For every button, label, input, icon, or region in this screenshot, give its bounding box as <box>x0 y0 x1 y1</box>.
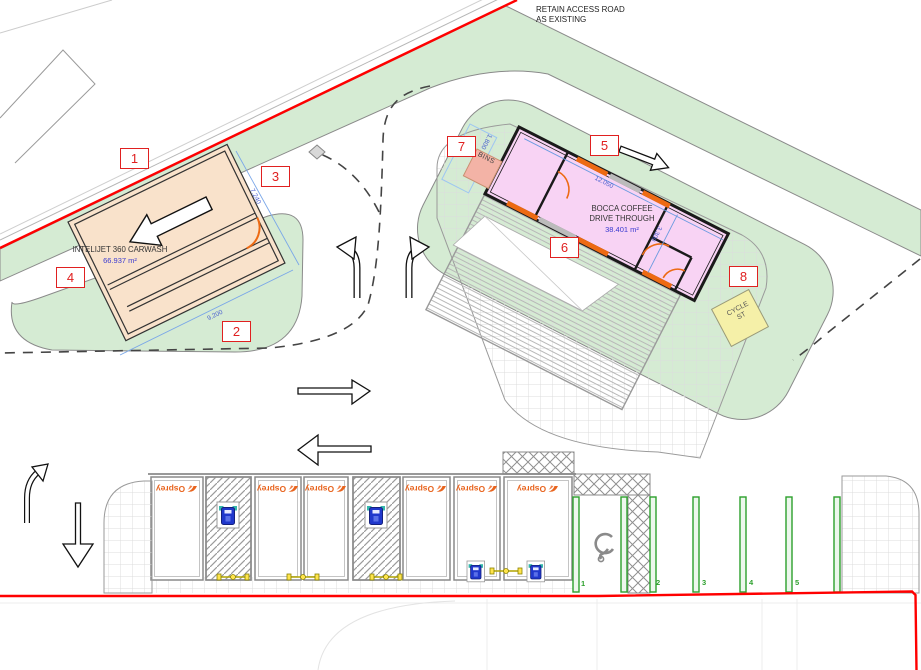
road-markings <box>0 85 921 361</box>
plan-marker-8: 8 <box>729 266 758 287</box>
carwash-name: INTELIJET 360 CARWASH <box>72 245 168 254</box>
bay-brand-label: Osprey <box>448 483 506 496</box>
plan-marker-2: 2 <box>222 321 251 342</box>
door-window-openings <box>506 156 673 289</box>
coffee-building <box>482 124 731 303</box>
access-road-edges <box>0 0 498 241</box>
bay-brand-label: Osprey <box>148 483 206 496</box>
paving-patch-left <box>103 480 153 594</box>
osprey-logo-icon <box>548 485 559 492</box>
plan-marker-5: 5 <box>590 135 619 156</box>
carwash-dimension-lines <box>119 150 300 356</box>
carwash-area: 66.937 m² <box>103 256 137 265</box>
cycle-store <box>710 288 770 348</box>
site-boundary-bottom <box>0 590 918 670</box>
bay-brand-label: Osprey <box>297 483 355 496</box>
arrow-down-icon <box>61 502 95 569</box>
bay-brand-label: Osprey <box>397 483 455 496</box>
road-note: RETAIN ACCESS ROAD AS EXISTING <box>536 5 625 24</box>
bay-brand-label: Osprey <box>509 483 567 496</box>
wash-direction-arrow-icon <box>128 196 214 247</box>
coffee-area: 38.401 m² <box>605 225 639 234</box>
osprey-logo-icon <box>336 485 347 492</box>
osprey-logo-icon <box>288 485 299 492</box>
osprey-logo-icon <box>187 485 198 492</box>
coffee-name-line2: DRIVE THROUGH <box>589 214 655 223</box>
bay-divider-bars <box>572 496 841 593</box>
bay-number: 3 <box>702 578 707 587</box>
bay-brand-label: Osprey <box>249 483 307 496</box>
plan-marker-4: 4 <box>56 267 85 288</box>
ev-charger-icon <box>364 501 388 529</box>
bay-number: 5 <box>795 578 800 587</box>
carwash-building <box>67 143 286 342</box>
plan-marker-7: 7 <box>447 136 476 157</box>
door-swing-arcs <box>557 170 686 279</box>
plan-marker-3: 3 <box>261 166 290 187</box>
site-boundary-top <box>0 0 518 250</box>
arrow-right-icon <box>297 378 372 406</box>
ev-charger-icon <box>526 560 545 583</box>
osprey-logo-icon <box>487 485 498 492</box>
verge-chevron <box>0 5 921 282</box>
dimension-lines <box>524 138 724 273</box>
vacuum-hose-icon <box>594 532 615 563</box>
ev-charger-icon <box>216 501 240 529</box>
bay-number: 1 <box>581 579 586 588</box>
utility-marker-icon <box>308 144 326 160</box>
traffic-arrows <box>24 145 670 569</box>
door-swing-arc <box>246 217 261 250</box>
canopy-crosshatch <box>502 451 651 594</box>
paving-patch-right <box>841 475 920 594</box>
plan-marker-6: 6 <box>550 237 579 258</box>
ev-charger-icon <box>466 560 486 583</box>
bay-number: 2 <box>656 578 661 587</box>
arrow-exit-icon <box>618 145 670 172</box>
plan-marker-1: 1 <box>120 148 149 169</box>
bay-number: 4 <box>749 578 754 587</box>
turn-left-arrow-icon <box>335 235 361 298</box>
osprey-logo-icon <box>436 485 447 492</box>
turn-right-arrow-icon <box>405 235 431 298</box>
coffee-name-line1: BOCCA COFFEE <box>591 204 653 213</box>
ev-bay-hatch <box>205 476 252 581</box>
ev-bay-hatch <box>352 476 401 581</box>
curve-up-right-arrow-icon <box>24 463 49 523</box>
arrow-left-icon <box>296 433 372 467</box>
